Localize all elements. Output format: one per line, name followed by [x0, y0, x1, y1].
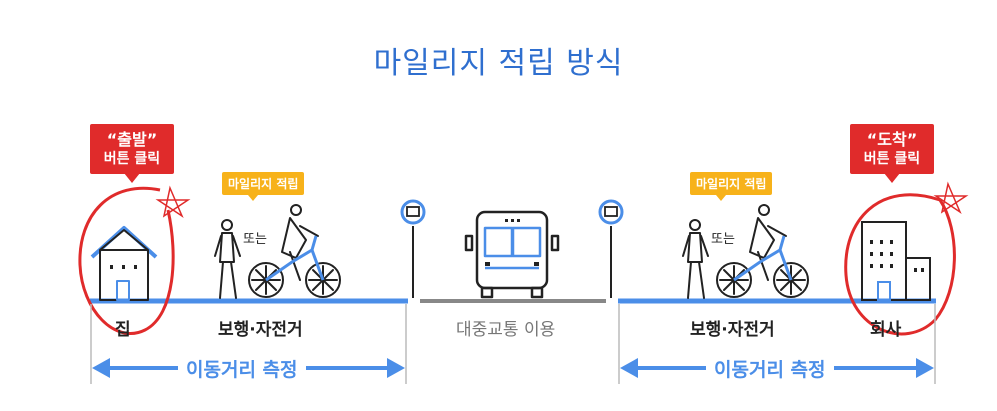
range-ticks: [90, 304, 936, 384]
bus-icon: [464, 210, 560, 299]
mileage-tag-left: 마일리지 적립: [222, 172, 305, 201]
office-building-icon: [861, 221, 931, 301]
start-callout-line2: 버튼 클릭: [103, 151, 161, 167]
star-scribble-left: [155, 185, 191, 219]
arrive-callout-line1: “도착”: [866, 130, 918, 149]
or-text-left: 또는: [243, 232, 267, 247]
bus-stop-icon-left: [400, 199, 426, 298]
measure-label-left: 이동거리 측정: [178, 355, 306, 382]
label-transit: 대중교통 이용: [456, 320, 556, 340]
label-walk-bike-right: 보행·자전거: [690, 320, 775, 340]
cyclist-icon-left: [248, 204, 341, 298]
walker-icon-left: [214, 219, 241, 299]
or-text-right: 또는: [711, 232, 735, 247]
cyclist-bike-frame-right: [733, 235, 793, 282]
measure-label-right: 이동거리 측정: [706, 355, 834, 382]
start-callout: “출발” 버튼 클릭: [90, 124, 174, 183]
cyclist-icon-right: [716, 204, 809, 298]
bus-stop-icon-right: [598, 199, 624, 298]
label-home: 집: [115, 320, 131, 340]
label-walk-bike-left: 보행·자전거: [218, 320, 303, 340]
house-scribble: [78, 186, 175, 336]
walker-icon-right: [682, 219, 709, 299]
start-callout-line1: “출발”: [106, 130, 158, 149]
label-office: 회사: [870, 320, 902, 340]
star-scribble-right: [933, 181, 969, 215]
arrive-callout: “도착” 버튼 클릭: [850, 124, 934, 183]
mileage-tag-right: 마일리지 적립: [690, 172, 773, 201]
house-icon: [90, 226, 158, 301]
office-scribble: [844, 193, 956, 336]
arrive-callout-line2: 버튼 클릭: [863, 151, 921, 167]
page-title: 마일리지 적립 방식: [373, 46, 624, 81]
cyclist-bike-frame-left: [265, 235, 325, 282]
